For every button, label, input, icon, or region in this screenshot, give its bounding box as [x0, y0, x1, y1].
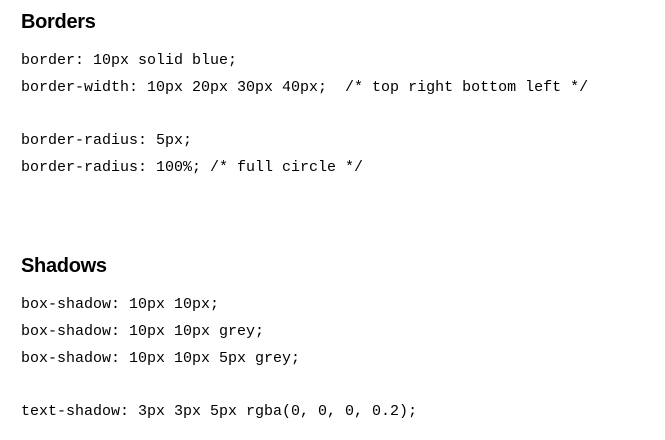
shadows-heading: Shadows	[21, 255, 107, 277]
borders-heading: Borders	[21, 11, 96, 33]
border-code-block: border: 10px solid blue; border-width: 1…	[21, 47, 588, 101]
box-shadow-code-line: box-shadow: 10px 10px;	[21, 296, 220, 313]
box-shadow-blur-code-line: box-shadow: 10px 10px 5px grey;	[21, 350, 301, 367]
border-radius-code-line: border-radius: 5px;	[21, 132, 193, 149]
border-width-code-line: border-width: 10px 20px 30px 40px; /* to…	[21, 79, 589, 96]
shadows-section: Shadows box-shadow: 10px 10px; box-shado…	[21, 253, 655, 420]
border-radius-circle-code-line: border-radius: 100%; /* full circle */	[21, 159, 364, 176]
box-shadow-color-code-line: box-shadow: 10px 10px grey;	[21, 323, 265, 340]
text-shadow-code-block: text-shadow: 3px 3px 5px rgba(0, 0, 0, 0…	[21, 398, 417, 425]
border-code-line: border: 10px solid blue;	[21, 52, 238, 69]
box-shadow-code-block: box-shadow: 10px 10px; box-shadow: 10px …	[21, 291, 300, 372]
text-shadow-code-line: text-shadow: 3px 3px 5px rgba(0, 0, 0, 0…	[21, 403, 418, 420]
borders-section: Borders border: 10px solid blue; border-…	[21, 9, 655, 176]
border-radius-code-block: border-radius: 5px; border-radius: 100%;…	[21, 127, 363, 181]
